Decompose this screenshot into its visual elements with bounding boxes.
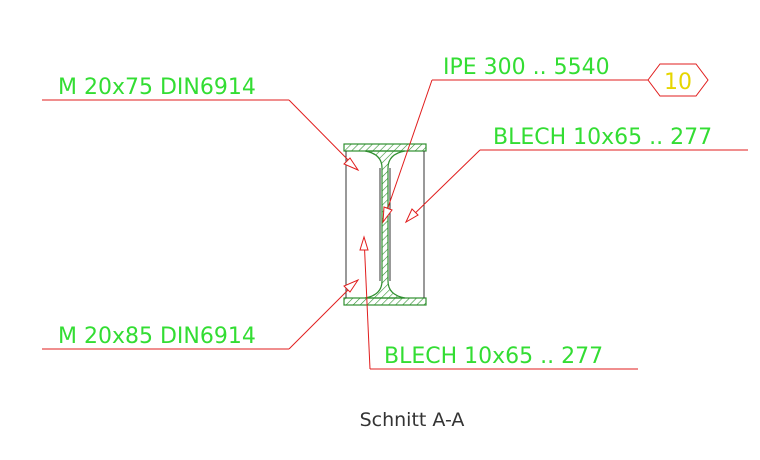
label-position-number: 10: [664, 70, 692, 95]
label-bolt-top: M 20x75 DIN6914: [58, 75, 256, 100]
leader-bolt-top: [42, 99, 360, 172]
leader-bolt-bottom: [42, 278, 360, 350]
label-plate-bottom: BLECH 10x65 .. 277: [384, 344, 603, 369]
label-plate-right: BLECH 10x65 .. 277: [493, 125, 712, 150]
section-caption: Schnitt A-A: [360, 409, 465, 431]
leader-beam: [382, 79, 648, 224]
label-beam: IPE 300 .. 5540: [443, 55, 610, 80]
top-flange: [343, 143, 427, 152]
web: [364, 150, 406, 299]
leader-plate-right: [404, 149, 748, 224]
bottom-flange: [343, 297, 427, 306]
i-beam-section: [343, 143, 427, 306]
label-bolt-bottom: M 20x85 DIN6914: [58, 324, 256, 349]
position-balloon: [647, 63, 709, 97]
leader-plate-bottom: [359, 235, 638, 370]
